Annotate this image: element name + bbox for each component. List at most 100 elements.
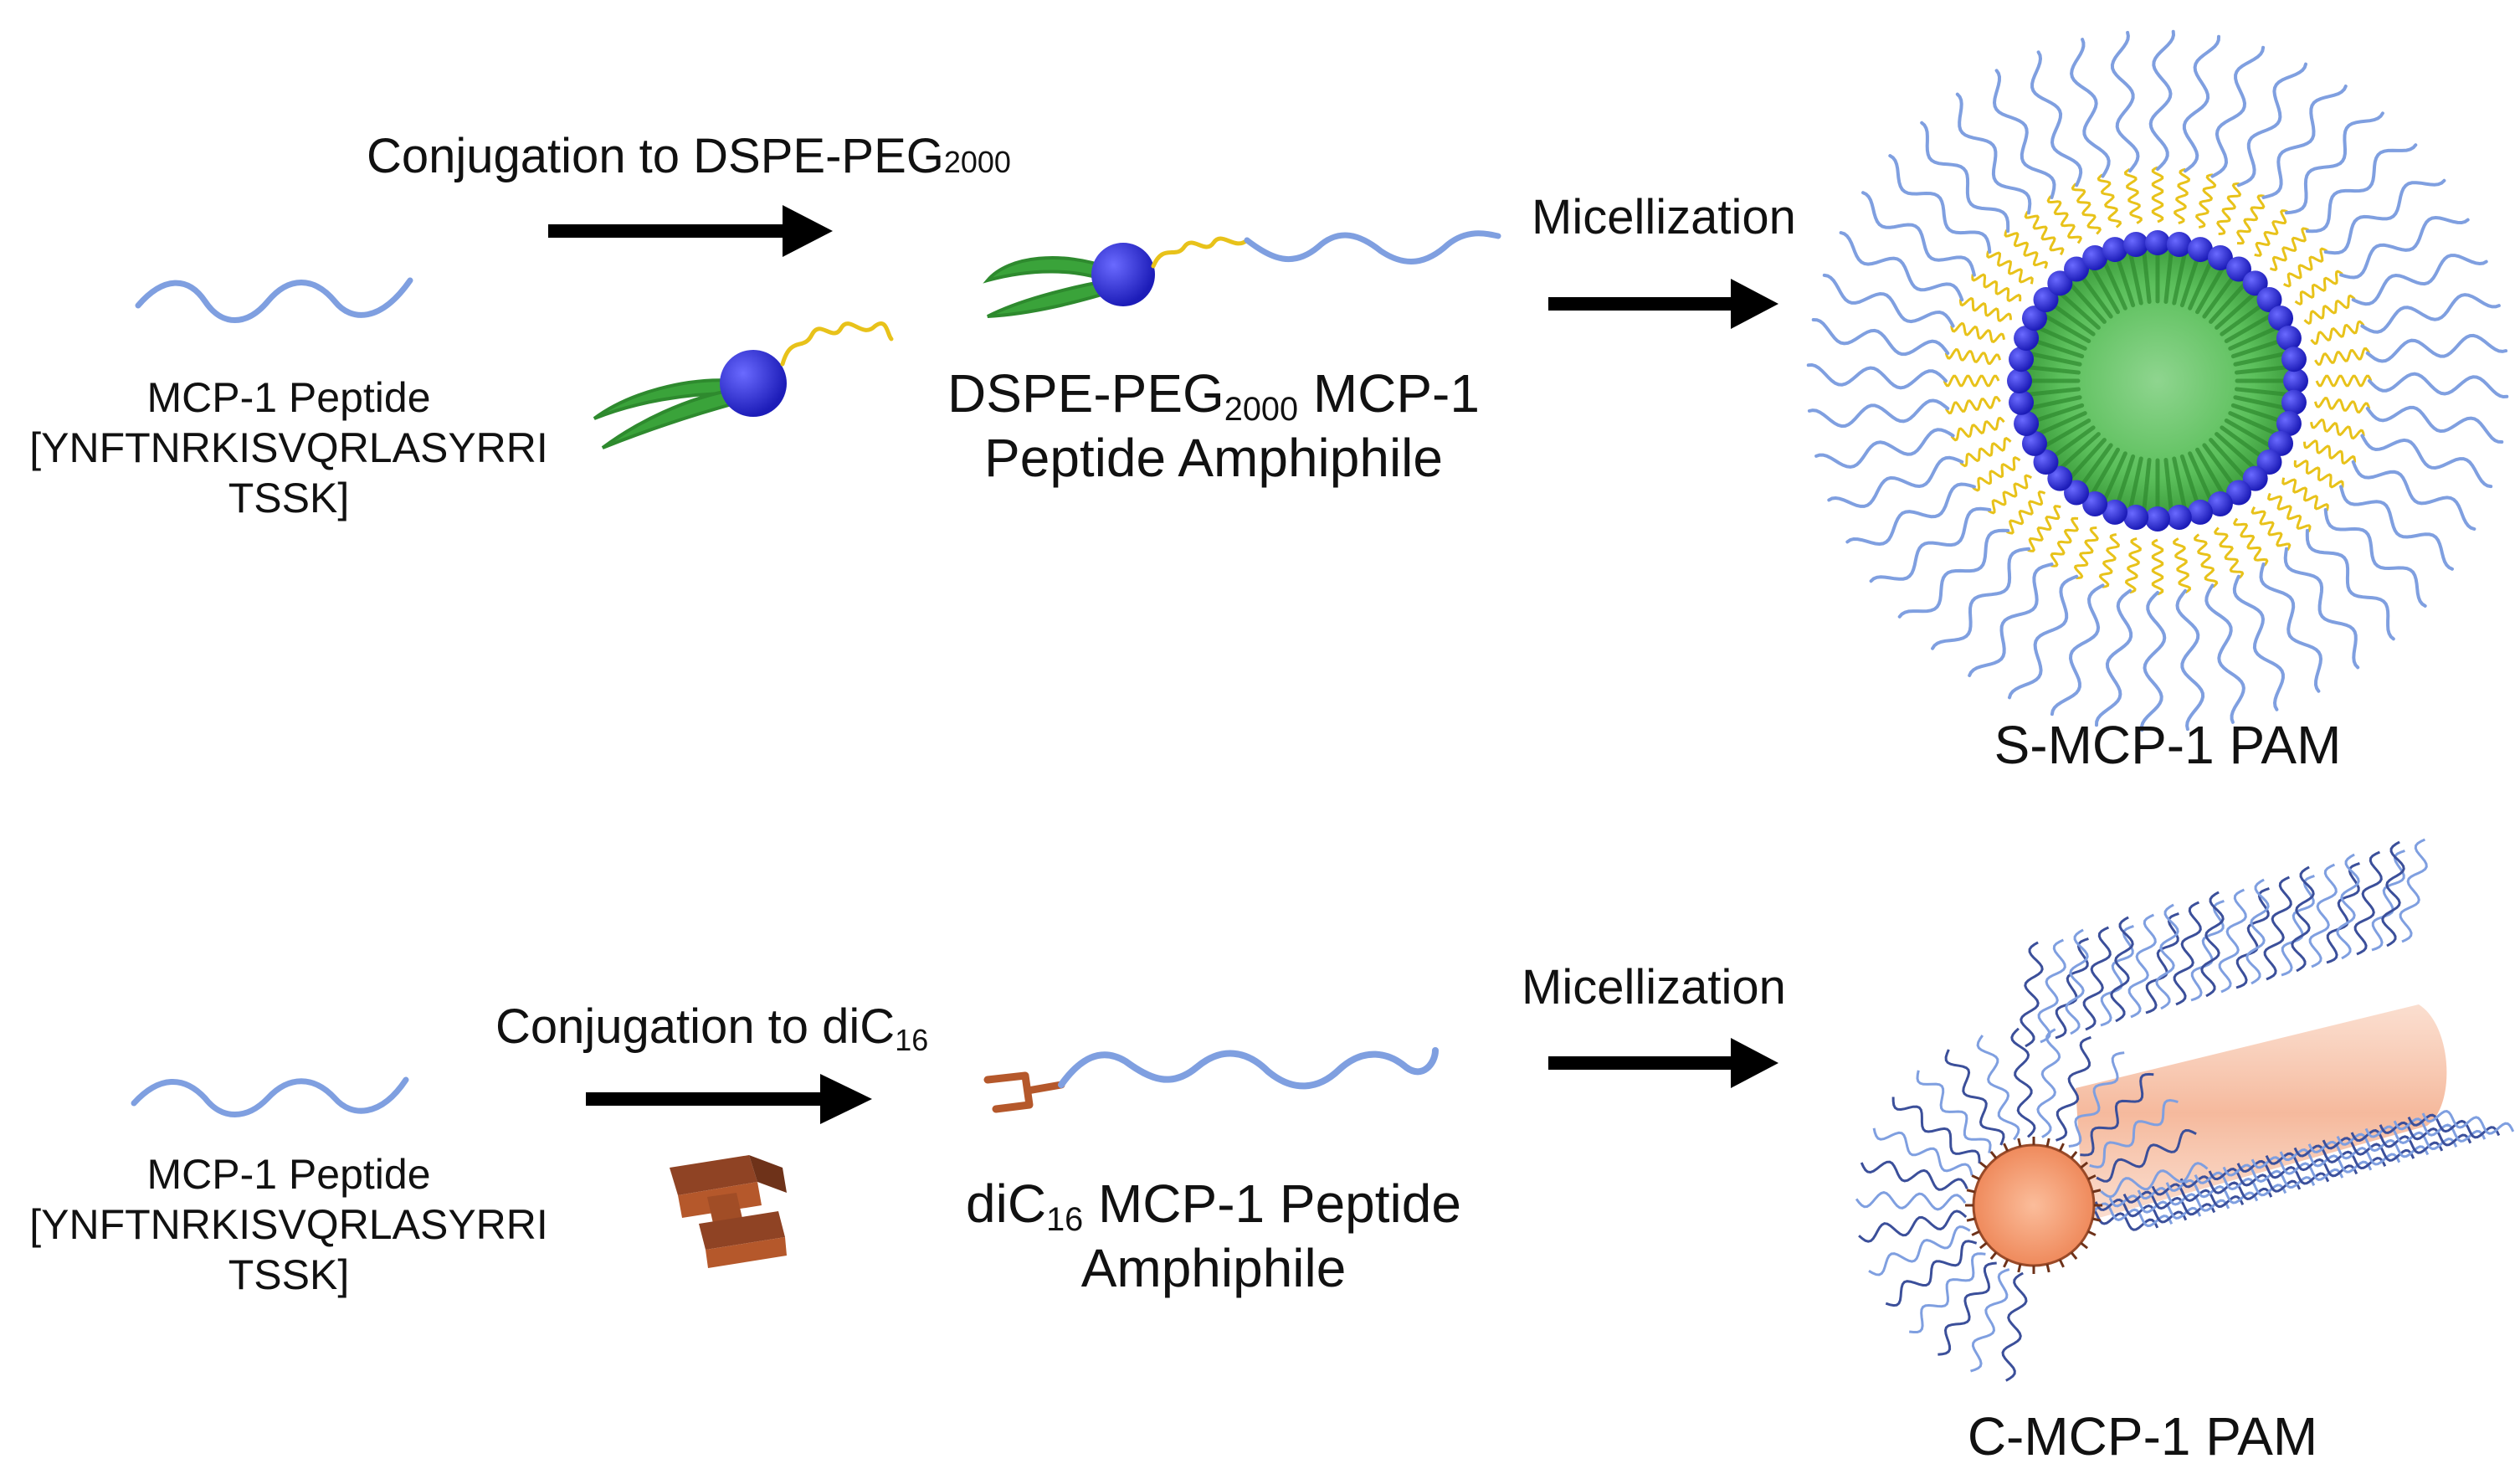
micellization-label-top: Micellization xyxy=(1532,188,1796,247)
peptide-chain xyxy=(2245,878,2270,985)
headgroup xyxy=(2123,504,2149,530)
lipid-tail xyxy=(2230,337,2287,359)
arrow-micellization-bottom xyxy=(1548,1038,1778,1088)
peptide-chain xyxy=(2194,1171,2287,1197)
lipid-tail xyxy=(2179,454,2201,511)
peptide-chain xyxy=(2360,293,2501,334)
headgroup xyxy=(2014,326,2040,352)
peptide-chain xyxy=(2421,1110,2515,1135)
peptide-chain xyxy=(2265,1152,2358,1178)
peptide-chain xyxy=(2151,1183,2245,1209)
peptide-chain xyxy=(1861,191,1976,277)
lipid-tail xyxy=(2233,395,2292,411)
lipid-tail xyxy=(2127,247,2143,306)
amphiphile-label-bottom-sub: 16 xyxy=(1046,1200,1084,1238)
dic16-tail xyxy=(2045,1138,2050,1148)
lipid-tail xyxy=(2028,403,2085,424)
lipid-tail xyxy=(2047,300,2096,336)
dic16-tail xyxy=(2045,1263,2050,1273)
headgroup xyxy=(2166,232,2192,258)
headgroup xyxy=(2256,287,2282,313)
headgroup xyxy=(2082,244,2108,270)
lipid-tail xyxy=(2047,425,2096,462)
peptide-chain-top xyxy=(135,277,413,323)
peptide-chain xyxy=(2371,849,2405,952)
peg-linker xyxy=(2281,477,2329,511)
lipid-tail xyxy=(2215,289,2260,330)
peptide-chain xyxy=(2281,874,2315,977)
arrow-micellization-top xyxy=(1548,279,1778,329)
peptide-chain xyxy=(1858,1210,1968,1243)
lipid-tail xyxy=(2101,451,2127,506)
peptide-chain xyxy=(2065,928,2089,1035)
dic16-tail xyxy=(2087,1230,2097,1236)
amphiphile-label-bottom-part1: diC xyxy=(966,1174,1047,1234)
peptide-label-bottom: MCP-1 Peptide [YNFTNRKISVQRLASYRRI TSSK] xyxy=(4,1149,573,1300)
product-label-bottom-text: C-MCP-1 PAM xyxy=(1967,1406,2318,1466)
peg-linker xyxy=(2266,492,2312,532)
peptide-chain xyxy=(2323,178,2446,255)
lipid-tail xyxy=(2056,289,2101,330)
peptide-chain xyxy=(1869,506,1992,583)
amphiphile-label-top: DSPE-PEG2000 MCP-1 Peptide Amphiphile xyxy=(921,362,1506,490)
peptide-chain xyxy=(1920,121,2010,234)
peptide-chain xyxy=(2360,434,2493,489)
peptide-chain xyxy=(1814,428,1955,469)
lipid-tail xyxy=(2088,447,2120,500)
dic16-tail xyxy=(2091,1189,2102,1194)
lipid-tail xyxy=(2234,364,2293,375)
lipid-tail xyxy=(2188,256,2215,311)
headgroup xyxy=(2207,491,2233,517)
peptide-chain xyxy=(2251,1156,2344,1181)
peptide-chain xyxy=(2095,588,2133,727)
lipid-tail xyxy=(2088,262,2120,315)
peg-linker xyxy=(2194,173,2217,229)
dic16-tail xyxy=(2091,1217,2102,1222)
headgroup xyxy=(2009,389,2035,415)
peg-linker xyxy=(1986,250,2034,285)
peptide-chain xyxy=(2326,861,2360,964)
peg-linker xyxy=(2310,320,2365,346)
dic16-reagent xyxy=(670,1155,787,1268)
peptide-chain xyxy=(2407,1113,2501,1139)
lipid-tail xyxy=(2195,262,2227,315)
peptide-chain xyxy=(1872,1127,1973,1176)
peptide-chain xyxy=(2339,485,2454,571)
headgroup xyxy=(2281,347,2307,372)
peptide-chain xyxy=(2165,1179,2259,1204)
peg-linker xyxy=(2050,516,2079,568)
peptide-chain xyxy=(2055,937,2089,1040)
peptide-chain xyxy=(2145,912,2179,1014)
peptide-chain xyxy=(2308,863,2338,968)
peg-linker xyxy=(2071,182,2102,235)
peptide-chain xyxy=(2200,891,2225,998)
peptide-chain xyxy=(2305,143,2418,234)
peg-linker xyxy=(2173,537,2192,594)
lipid-tail xyxy=(2234,387,2293,398)
peg-linker xyxy=(1971,273,2022,302)
lipid-tail xyxy=(2114,454,2136,511)
headgroup xyxy=(2187,237,2213,263)
peptide-chain xyxy=(2122,1190,2216,1216)
peptide-chain xyxy=(2351,254,2488,306)
dic16-tail xyxy=(1989,1251,1998,1261)
conjugation-label-bottom-main: Conjugation to diC xyxy=(495,999,896,1054)
peptide-chain xyxy=(2100,1162,2209,1199)
lipid-tail xyxy=(2101,256,2127,311)
peptide-chain xyxy=(2096,1128,2197,1183)
lipid-tail xyxy=(2209,279,2250,324)
peptide-chain xyxy=(2080,1202,2174,1228)
headgroup xyxy=(2166,504,2192,530)
dic16-tail xyxy=(2003,1259,2009,1268)
lipid-tail xyxy=(2066,438,2107,483)
peg-linker xyxy=(2151,538,2164,596)
dic16-tail xyxy=(2058,1143,2065,1152)
lipid-tail xyxy=(2230,403,2287,424)
lipid-tail xyxy=(2033,411,2087,438)
peg-linker xyxy=(2073,526,2099,580)
peg-linker xyxy=(2269,227,2309,272)
peptide-chain xyxy=(2381,840,2405,948)
headgroup xyxy=(2268,306,2294,331)
dic16-tail xyxy=(2017,1263,2022,1273)
peptide-chain xyxy=(2259,562,2323,693)
